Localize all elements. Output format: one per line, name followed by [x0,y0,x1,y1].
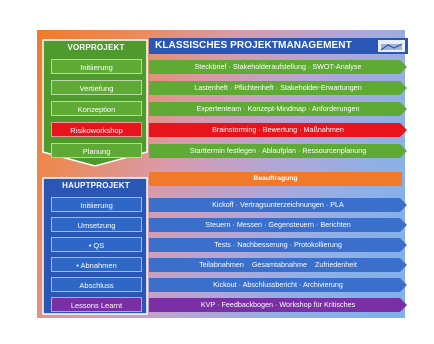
hauptprojekt-arrow-2: Steuern · Messen · Gegensteuern · Berich… [149,218,407,232]
phase-box-lessons-learnt: Lessons Learnt [51,297,142,312]
vorprojekt-arrow-3: Expertenteam · Konzept-Mindmap · Anforde… [149,102,407,116]
phase-box-umsetzung: Umsetzung [51,217,142,232]
beauftragung-bar: Beauftragung [149,172,402,186]
phase-box-vertiefung: Vertiefung [51,80,142,95]
logo-icon [380,43,403,51]
vorprojekt-arrow-1: Steckbrief · Stakeholderaufstellung · SW… [149,60,407,74]
hauptprojekt-arrow-6: KVP · Feedbackbogen · Workshop für Kriti… [149,298,407,312]
phase-box-initiierung: Initiierung [51,59,142,74]
phase-box-konzeption: Konzeption [51,101,142,116]
vorprojekt-arrow-2: Lastenheft · Pflichtenheft · Stakeholder… [149,81,407,95]
hauptprojekt-arrow-5: Kickout · Abschlussbericht · Archivierun… [149,278,407,292]
phase-box-abschluss: Abschluss [51,277,142,292]
phase-box-initiierung-haupt: Initiierung [51,197,142,212]
vorprojekt-arrow-5: Starttermin festlegen · Ablaufplan · Res… [149,144,407,158]
phase-box-qs: • QS [51,237,142,252]
hauptprojekt-arrow-3: Tests · Nachbesserung · Protokollierung [149,238,407,252]
phase-box-planung: Planung [51,143,142,158]
hauptprojekt-arrow-1: Kickoff · Vertragsunterzeichnungen · PLA [149,198,407,212]
logo-image [378,40,405,52]
phase-box-abnahmen: • Abnahmen [51,257,142,272]
hauptprojekt-arrow-4: Teilabnahmen Gesamtabnahme Zufriedenheit [149,258,407,272]
vorprojekt-heading: VORPROJEKT [67,43,125,52]
page-title: KLASSISCHES PROJEKTMANAGEMENT [149,38,408,54]
hauptprojekt-heading: HAUPTPROJEKT [62,181,130,190]
vorprojekt-arrow-4: Brainstorming · Bewertung · Maßnahmen [149,123,407,137]
phase-box-risikoworkshop: Risikoworkshop [51,122,142,137]
